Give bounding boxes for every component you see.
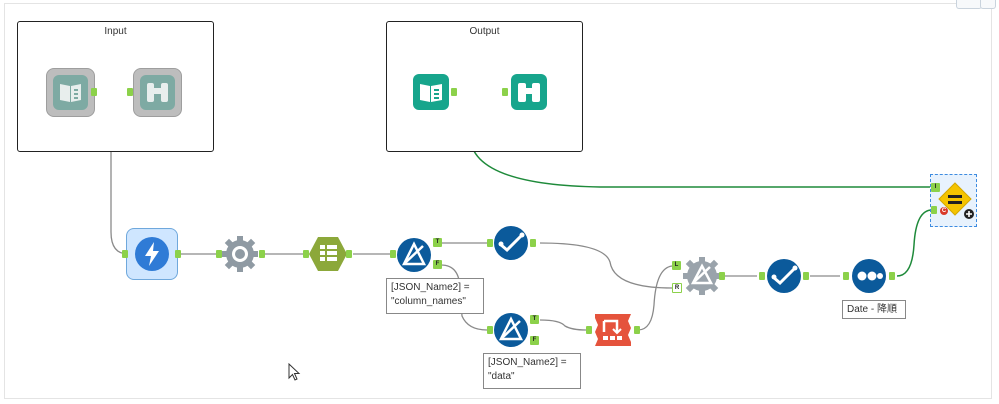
true-anchor[interactable]: T bbox=[433, 238, 442, 247]
left-anchor[interactable]: L bbox=[672, 261, 681, 270]
connection-sort2-test bbox=[896, 209, 933, 277]
output-anchor[interactable] bbox=[259, 250, 265, 258]
canvas-toolbar-button[interactable] bbox=[980, 0, 996, 9]
input-anchor[interactable] bbox=[759, 272, 765, 280]
connection-crosstab-join bbox=[637, 265, 673, 331]
input-anchor[interactable] bbox=[487, 326, 493, 334]
output-anchor[interactable] bbox=[803, 272, 809, 280]
input-anchor[interactable] bbox=[843, 272, 849, 280]
sort-tool-icon bbox=[852, 259, 886, 293]
crosstab-tool-icon bbox=[595, 314, 631, 346]
input-anchor[interactable] bbox=[216, 250, 222, 258]
join-tool-icon bbox=[683, 257, 721, 295]
container-title: Output bbox=[469, 26, 500, 37]
filter-tool[interactable] bbox=[396, 237, 432, 273]
browse-tool-icon bbox=[518, 83, 540, 102]
output-anchor[interactable] bbox=[451, 88, 457, 96]
input-data-tool-icon bbox=[420, 84, 442, 102]
filter-tool-icon bbox=[494, 313, 528, 347]
browse-tool[interactable] bbox=[511, 74, 547, 110]
input-anchor[interactable] bbox=[487, 239, 493, 247]
join-tool[interactable] bbox=[683, 257, 721, 295]
right-anchor[interactable]: R bbox=[672, 283, 682, 293]
output-anchor[interactable] bbox=[719, 272, 725, 280]
canvas-frame bbox=[4, 3, 992, 399]
input-data-tool[interactable] bbox=[413, 74, 449, 110]
input-anchor[interactable] bbox=[390, 250, 396, 258]
select-tool-icon bbox=[494, 226, 528, 260]
select-tool[interactable] bbox=[493, 225, 529, 261]
output-anchor[interactable] bbox=[91, 88, 97, 96]
input-anchor[interactable] bbox=[303, 250, 309, 258]
filter-tool-icon bbox=[397, 238, 431, 272]
select-tool[interactable] bbox=[766, 258, 802, 294]
download-tool-icon bbox=[135, 237, 169, 271]
input-anchor[interactable] bbox=[931, 206, 937, 214]
select-tool-icon bbox=[767, 259, 801, 293]
sort-tool[interactable] bbox=[851, 258, 887, 294]
input-anchor[interactable] bbox=[586, 326, 592, 334]
browse-tool-icon bbox=[140, 75, 175, 110]
input-data-tool-icon bbox=[53, 75, 88, 110]
input-data-tool[interactable] bbox=[46, 68, 95, 117]
sort-annotation: Date - 降順 bbox=[842, 300, 906, 319]
connection-select-join bbox=[539, 242, 673, 289]
container-title: Input bbox=[104, 26, 127, 37]
download-tool[interactable] bbox=[126, 228, 178, 280]
text-to-columns-tool-icon bbox=[309, 237, 347, 271]
input-anchor[interactable]: I bbox=[931, 183, 940, 192]
output-anchor[interactable] bbox=[530, 239, 536, 247]
text-to-columns-tool[interactable] bbox=[309, 236, 347, 272]
test-tool-icon bbox=[938, 182, 974, 219]
false-anchor[interactable]: F bbox=[433, 260, 442, 269]
mouse-cursor-icon bbox=[288, 363, 301, 381]
connection-filter2-crosstab bbox=[539, 319, 587, 331]
test-tool[interactable] bbox=[930, 174, 977, 227]
filter-annotation: [JSON_Name2] = "data" bbox=[483, 353, 581, 389]
check-anchor[interactable]: C bbox=[940, 207, 948, 215]
filter-annotation: [JSON_Name2] = "column_names" bbox=[386, 278, 484, 314]
json-parse-tool[interactable] bbox=[222, 236, 258, 272]
browse-tool[interactable] bbox=[133, 68, 182, 117]
output-anchor[interactable] bbox=[889, 272, 895, 280]
output-anchor[interactable] bbox=[634, 326, 640, 334]
json-parse-tool-icon bbox=[222, 236, 258, 272]
input-anchor[interactable] bbox=[502, 88, 508, 96]
false-anchor[interactable]: F bbox=[530, 336, 539, 345]
filter-tool[interactable] bbox=[493, 312, 529, 348]
output-anchor[interactable] bbox=[175, 250, 181, 258]
input-anchor[interactable] bbox=[127, 88, 133, 96]
input-anchor[interactable] bbox=[122, 250, 128, 258]
crosstab-tool[interactable] bbox=[593, 312, 633, 348]
output-anchor[interactable] bbox=[346, 250, 352, 258]
true-anchor[interactable]: T bbox=[530, 315, 539, 324]
